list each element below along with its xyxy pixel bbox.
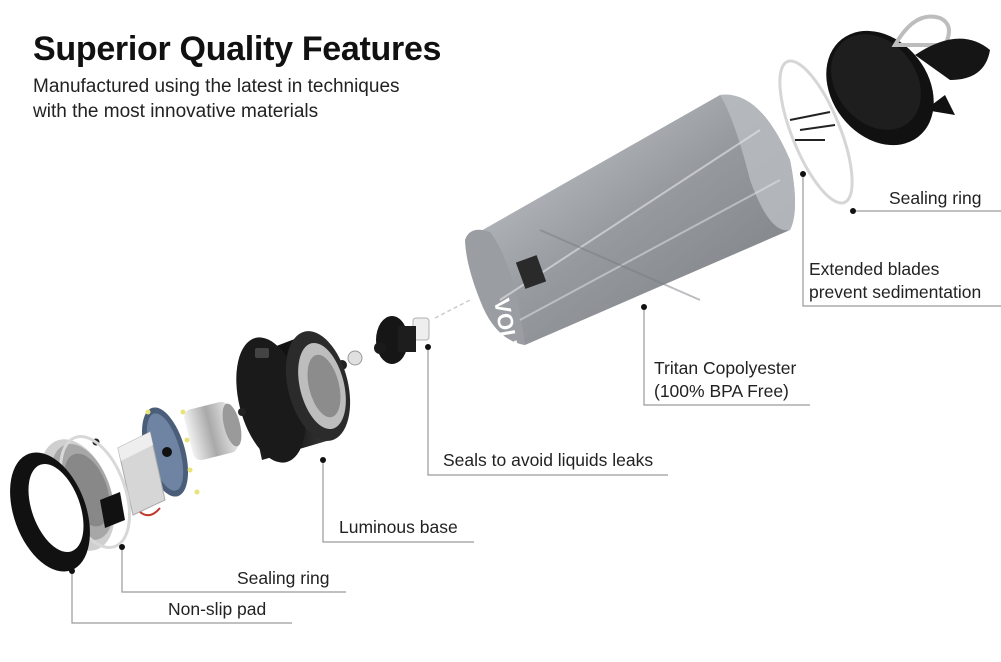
subtitle-line-2: with the most innovative materials: [33, 101, 319, 122]
cup: VOLTRX: [465, 94, 795, 387]
non-slip-pad: [10, 452, 90, 572]
callout-luminous-base: Luminous base: [339, 517, 458, 537]
callout-non-slip-pad: Non-slip pad: [168, 599, 267, 619]
page-title: Superior Quality Features: [33, 30, 442, 68]
luminous-base-shell: [236, 331, 351, 463]
lid-clip: [789, 111, 836, 141]
subtitle-line-1: Manufactured using the latest in techniq…: [33, 76, 400, 97]
callout-lid-sealing-ring: Sealing ring: [889, 188, 982, 208]
callout-seals: Seals to avoid liquids leaks: [443, 450, 654, 470]
callout-tritan-line-1: Tritan Copolyester: [654, 358, 797, 378]
lid-sealing-ring: [778, 59, 854, 205]
callout-tritan-line-2: (100% BPA Free): [654, 381, 789, 401]
callout-blades-line-2: prevent sedimentation: [809, 282, 982, 302]
motor: [184, 401, 246, 461]
lid: [826, 14, 990, 146]
callout-tritan: Tritan Copolyester (100% BPA Free): [654, 357, 796, 403]
callout-leaders: [71, 174, 1001, 624]
callout-blades-line-1: Extended blades: [809, 259, 940, 279]
callout-extended-blades: Extended blades prevent sedimentation: [809, 258, 981, 304]
battery: [92, 431, 166, 517]
callout-dots: [69, 171, 856, 574]
blade-assembly: [337, 299, 471, 370]
callout-base-sealing-ring: Sealing ring: [237, 568, 330, 588]
page-subtitle: Manufactured using the latest in techniq…: [33, 74, 400, 124]
